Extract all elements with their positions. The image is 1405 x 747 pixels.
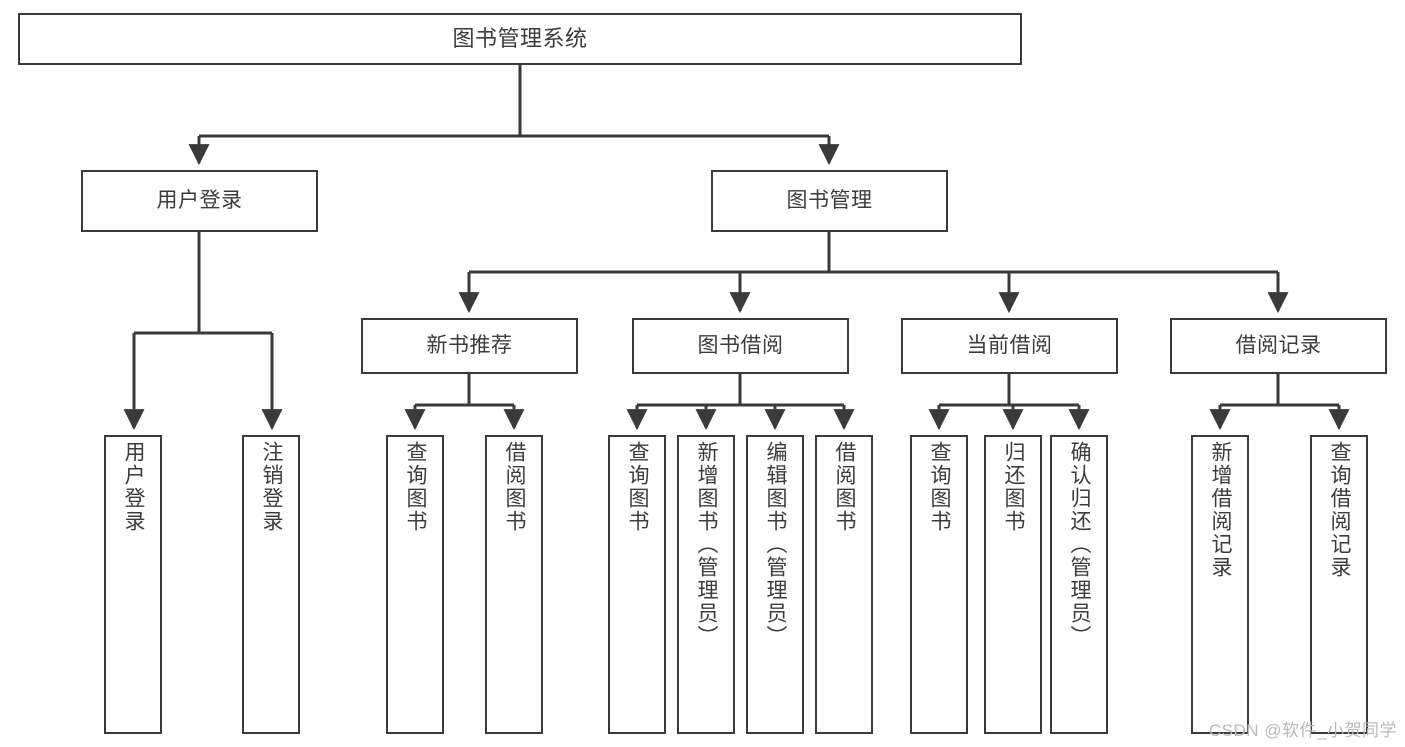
leaf-edit-book-admin-label: 编辑图书（管理员） — [764, 441, 788, 648]
leaf-user-login-label: 用户登录 — [122, 441, 146, 533]
leaf-add-book-admin-label: 新增图书（管理员） — [695, 441, 719, 648]
leaf-query-book[interactable]: 查询图书 — [608, 435, 666, 734]
node-new-book-recommend[interactable]: 新书推荐 — [361, 318, 578, 374]
leaf-logout-label: 注销登录 — [260, 441, 284, 533]
leaf-query-borrow-record-label: 查询借阅记录 — [1328, 441, 1352, 579]
leaf-query-book-current-label: 查询图书 — [928, 441, 952, 533]
leaf-query-book-current[interactable]: 查询图书 — [910, 435, 968, 734]
node-root[interactable]: 图书管理系统 — [18, 13, 1022, 65]
leaf-query-book-recommend-label: 查询图书 — [404, 441, 428, 533]
leaf-confirm-return-admin[interactable]: 确认归还（管理员） — [1050, 435, 1108, 734]
leaf-borrow-book[interactable]: 借阅图书 — [815, 435, 873, 734]
leaf-logout[interactable]: 注销登录 — [242, 435, 300, 734]
leaf-edit-book-admin[interactable]: 编辑图书（管理员） — [746, 435, 804, 734]
node-current-borrow-label: 当前借阅 — [966, 333, 1053, 357]
leaf-query-book-label: 查询图书 — [626, 441, 650, 533]
leaf-add-borrow-record[interactable]: 新增借阅记录 — [1191, 435, 1249, 734]
node-book-management[interactable]: 图书管理 — [711, 170, 948, 232]
leaf-add-book-admin[interactable]: 新增图书（管理员） — [677, 435, 735, 734]
node-book-borrow[interactable]: 图书借阅 — [632, 318, 849, 374]
node-book-management-label: 图书管理 — [786, 188, 873, 212]
node-root-label: 图书管理系统 — [452, 26, 588, 52]
leaf-user-login[interactable]: 用户登录 — [104, 435, 162, 734]
node-borrow-records-label: 借阅记录 — [1235, 333, 1322, 357]
node-user-login[interactable]: 用户登录 — [81, 170, 318, 232]
leaf-query-book-recommend[interactable]: 查询图书 — [386, 435, 444, 734]
node-borrow-records[interactable]: 借阅记录 — [1170, 318, 1387, 374]
leaf-borrow-book-recommend-label: 借阅图书 — [503, 441, 527, 533]
leaf-confirm-return-admin-label: 确认归还（管理员） — [1068, 441, 1092, 648]
leaf-query-borrow-record[interactable]: 查询借阅记录 — [1310, 435, 1368, 734]
leaf-borrow-book-recommend[interactable]: 借阅图书 — [485, 435, 543, 734]
node-user-login-label: 用户登录 — [156, 188, 243, 212]
leaf-return-book[interactable]: 归还图书 — [984, 435, 1042, 734]
node-current-borrow[interactable]: 当前借阅 — [901, 318, 1118, 374]
node-new-book-recommend-label: 新书推荐 — [426, 333, 513, 357]
node-book-borrow-label: 图书借阅 — [697, 333, 784, 357]
leaf-borrow-book-label: 借阅图书 — [833, 441, 857, 533]
leaf-add-borrow-record-label: 新增借阅记录 — [1209, 441, 1233, 579]
leaf-return-book-label: 归还图书 — [1002, 441, 1026, 533]
